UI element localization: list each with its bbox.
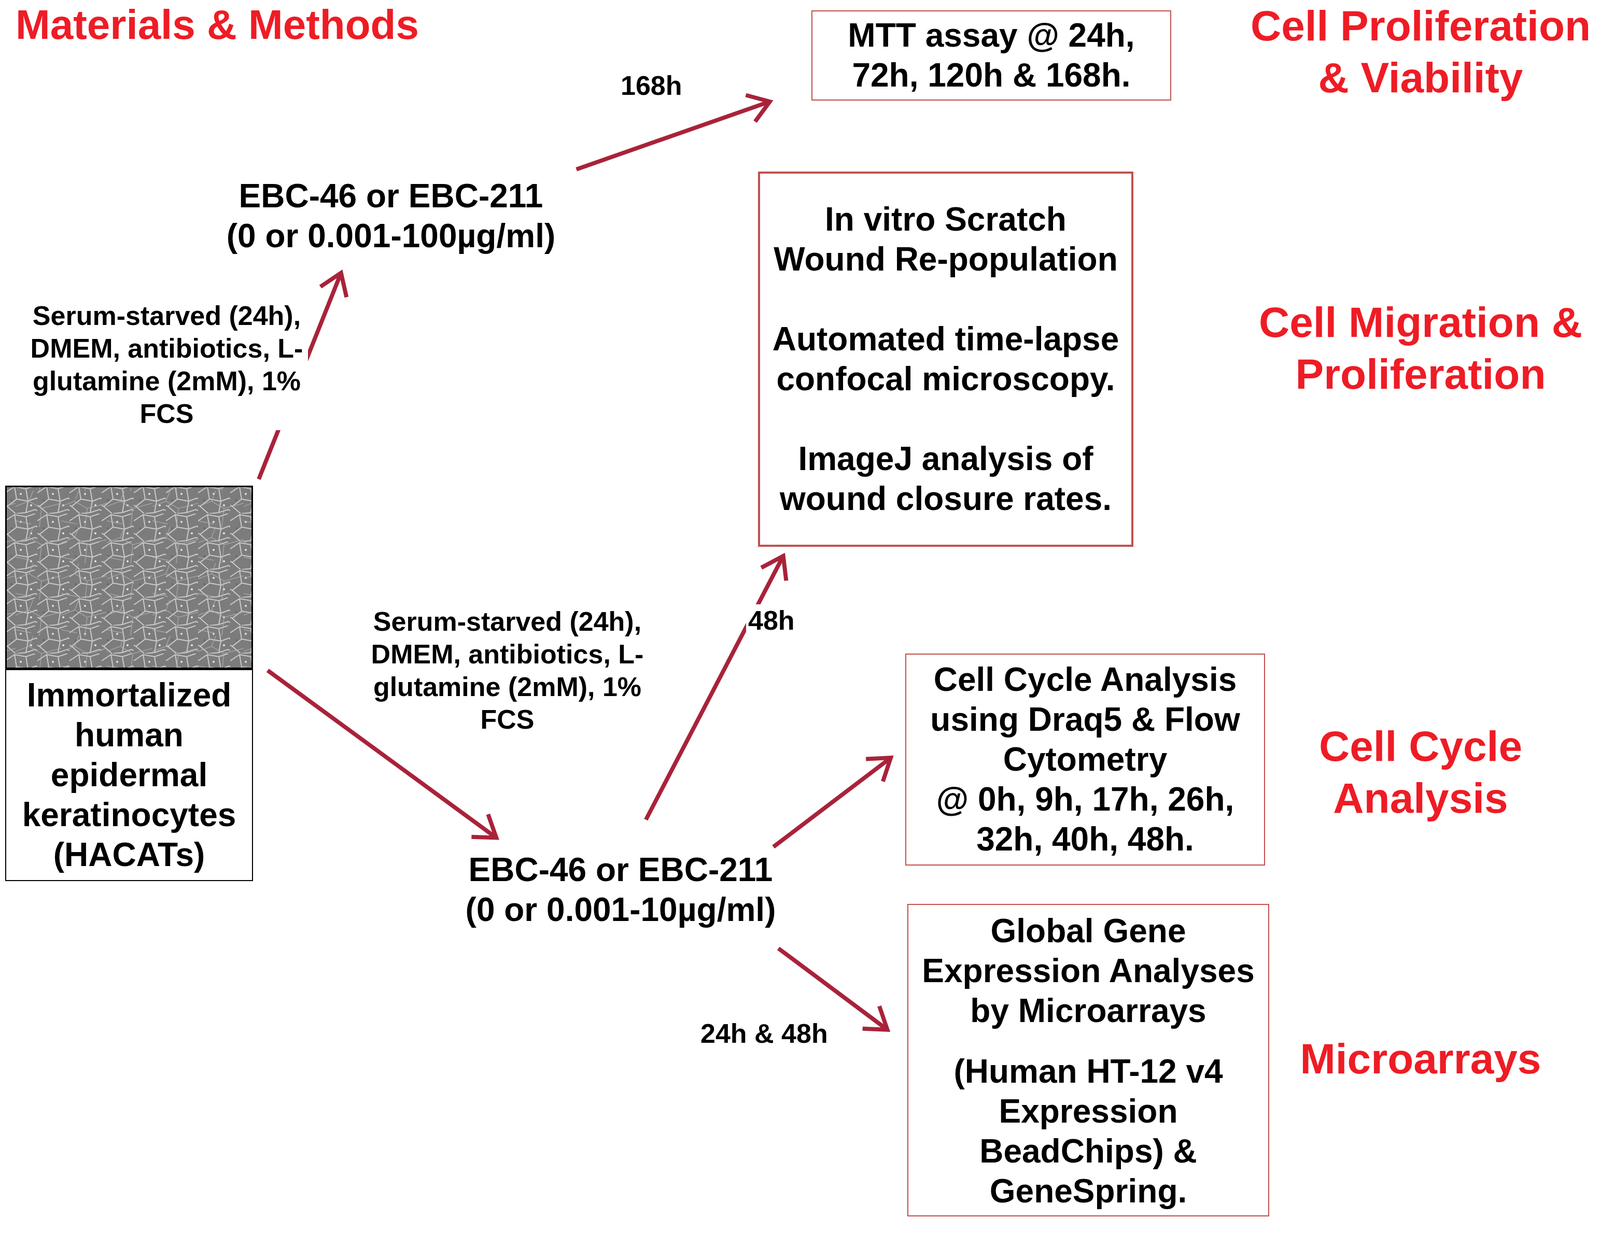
- edge-label: 24h & 48h: [698, 1017, 831, 1051]
- section-heading: Microarrays: [1244, 1033, 1597, 1086]
- arrow-connector: [773, 758, 891, 848]
- assay-box: Cell Cycle Analysis using Draq5 & Flow C…: [905, 653, 1266, 866]
- node-text: (Human HT-12 v4 Expression BeadChips) & …: [917, 1051, 1260, 1212]
- node-text: MTT assay @ 24h, 72h, 120h & 168h.: [835, 15, 1147, 96]
- node-text: Immortalized human epidermal keratinocyt…: [15, 675, 244, 876]
- assay-box: MTT assay @ 24h, 72h, 120h & 168h.: [811, 10, 1172, 101]
- node-text: Automated time-lapse confocal microscopy…: [768, 319, 1124, 400]
- micrograph-frame: [6, 486, 253, 669]
- node-text: Cell Cycle Analysis using Draq5 & Flow C…: [924, 660, 1246, 780]
- treatment-label: EBC-46 or EBC-211 (0 or 0.001-10µg/ml): [462, 850, 779, 931]
- node-text: ImageJ analysis of wound closure rates.: [768, 439, 1124, 519]
- diagram-title: Materials & Methods: [15, 2, 419, 48]
- node-text: In vitro Scratch Wound Re-population: [768, 199, 1124, 280]
- node-text: @ 0h, 9h, 17h, 26h, 32h, 40h, 48h.: [924, 779, 1246, 860]
- node-text: EBC-46 or EBC-211 (0 or 0.001-10µg/ml): [462, 850, 779, 931]
- edge-label: 168h: [618, 69, 685, 103]
- node-text: Global Gene Expression Analyses by Micro…: [917, 911, 1260, 1032]
- cell-micrograph: [5, 485, 254, 670]
- edge-label: Serum-starved (24h), DMEM, antibiotics, …: [366, 605, 649, 737]
- treatment-label: EBC-46 or EBC-211 (0 or 0.001-100µg/ml): [225, 176, 557, 257]
- section-heading: Cell Migration & Proliferation: [1244, 296, 1597, 401]
- node-text: EBC-46 or EBC-211 (0 or 0.001-100µg/ml): [225, 176, 557, 257]
- edge-label: 48h: [746, 604, 797, 638]
- arrow-connector: [646, 556, 787, 821]
- section-heading: Cell Cycle Analysis: [1244, 720, 1597, 825]
- edge-label: Serum-starved (24h), DMEM, antibiotics, …: [25, 299, 308, 431]
- assay-box: Global Gene Expression Analyses by Micro…: [907, 904, 1270, 1217]
- assay-box: In vitro Scratch Wound Re-populationAuto…: [758, 171, 1134, 547]
- micrograph-cells: [5, 485, 254, 670]
- micrograph-cells: [5, 485, 254, 670]
- micrograph-shade: [5, 485, 254, 670]
- text-box: Immortalized human epidermal keratinocyt…: [5, 669, 254, 882]
- arrow-connector: [576, 95, 770, 170]
- section-heading: Cell Proliferation & Viability: [1244, 0, 1597, 104]
- cell-line-box: Immortalized human epidermal keratinocyt…: [5, 485, 254, 882]
- micrograph-ground: [5, 485, 254, 670]
